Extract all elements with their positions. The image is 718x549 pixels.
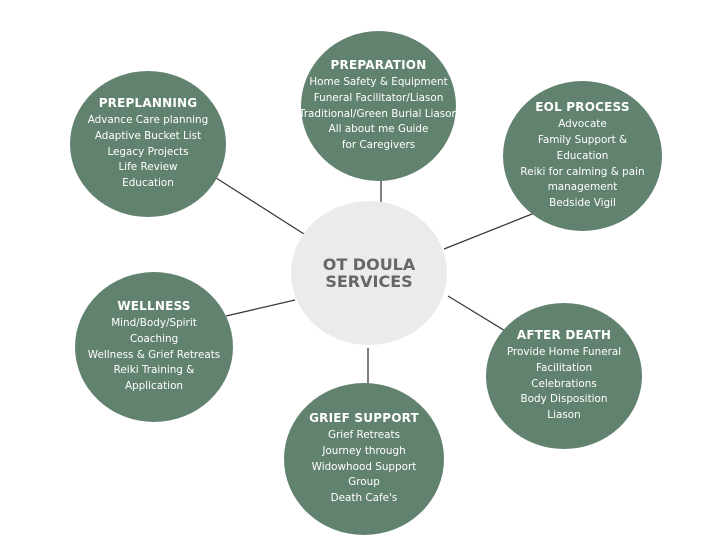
node-item: Advance Care planning bbox=[87, 114, 209, 126]
node-item-list: Advance Care planning Adaptive Bucket Li… bbox=[88, 113, 208, 192]
node-item: Facilitation bbox=[535, 361, 593, 374]
node-item-list: Provide Home Funeral Facilitation Celebr… bbox=[507, 345, 621, 424]
node-item: Celebrations bbox=[531, 377, 597, 390]
node-item: Wellness & Grief Retreats bbox=[87, 348, 221, 361]
node-eol-process: EOL PROCESS Advocate Family Support & Ed… bbox=[503, 81, 662, 231]
node-item: Reiki Training & bbox=[113, 364, 195, 377]
node-item: Mind/Body/Spirit bbox=[111, 317, 197, 329]
node-title: GRIEF SUPPORT bbox=[309, 411, 419, 425]
connector-preplanning bbox=[212, 175, 305, 235]
node-item-list: Grief Retreats Journey through Widowhood… bbox=[312, 428, 417, 507]
node-title: PREPLANNING bbox=[98, 96, 198, 110]
node-item: Life Review bbox=[118, 161, 178, 174]
node-item-list: Advocate Family Support & Education Reik… bbox=[520, 117, 644, 212]
node-preplanning: PREPLANNING Advance Care planning Adapti… bbox=[70, 71, 226, 217]
node-item-list: Mind/Body/Spirit Coaching Wellness & Gri… bbox=[88, 316, 220, 395]
node-item: Application bbox=[124, 380, 184, 393]
node-item: Grief Retreats bbox=[327, 429, 401, 441]
node-item: Adaptive Bucket List bbox=[94, 129, 202, 142]
connector-eol-process bbox=[443, 211, 538, 250]
node-item: Group bbox=[348, 476, 380, 489]
node-preparation: PREPARATION Home Safety & Equipment Fune… bbox=[299, 31, 458, 181]
center-node: OT DOULA SERVICES bbox=[291, 201, 447, 345]
node-item: Widowhood Support bbox=[311, 460, 417, 473]
node-item: Provide Home Funeral bbox=[506, 346, 622, 358]
node-item: Journey through bbox=[322, 444, 406, 457]
node-item: Body Disposition bbox=[520, 393, 608, 406]
node-item-list: Home Safety & Equipment Funeral Facilita… bbox=[299, 75, 458, 154]
node-title: AFTER DEATH bbox=[516, 328, 612, 342]
node-item: Funeral Facilitator/Liason bbox=[313, 91, 444, 104]
node-item: Death Cafe's bbox=[330, 492, 398, 505]
node-item: Family Support & bbox=[537, 133, 628, 146]
node-item: Coaching bbox=[129, 332, 179, 345]
node-item: All about me Guide bbox=[328, 123, 429, 136]
node-item: for Caregivers bbox=[341, 139, 416, 152]
node-item: Liason bbox=[547, 409, 581, 422]
node-item: Education bbox=[556, 149, 609, 162]
node-item: Home Safety & Equipment bbox=[309, 76, 448, 88]
node-after-death: AFTER DEATH Provide Home Funeral Facilit… bbox=[486, 303, 642, 449]
node-item: Education bbox=[122, 177, 174, 190]
center-title-line1: OT DOULA bbox=[322, 255, 416, 274]
node-title: PREPARATION bbox=[330, 58, 427, 72]
node-title: EOL PROCESS bbox=[535, 100, 630, 115]
node-item: Reiki for calming & pain bbox=[520, 165, 645, 178]
node-item: Bedside Vigil bbox=[549, 197, 616, 210]
node-wellness: WELLNESS Mind/Body/Spirit Coaching Welln… bbox=[75, 272, 233, 422]
node-item: management bbox=[547, 181, 618, 194]
node-item: Advocate bbox=[558, 118, 607, 131]
node-item: Legacy Projects bbox=[107, 145, 189, 158]
node-title: WELLNESS bbox=[117, 299, 191, 313]
node-item: Traditional/Green Burial Liason bbox=[298, 107, 459, 120]
connector-wellness bbox=[225, 299, 296, 317]
node-grief-support: GRIEF SUPPORT Grief Retreats Journey thr… bbox=[284, 383, 444, 535]
center-title-line2: SERVICES bbox=[325, 272, 413, 291]
